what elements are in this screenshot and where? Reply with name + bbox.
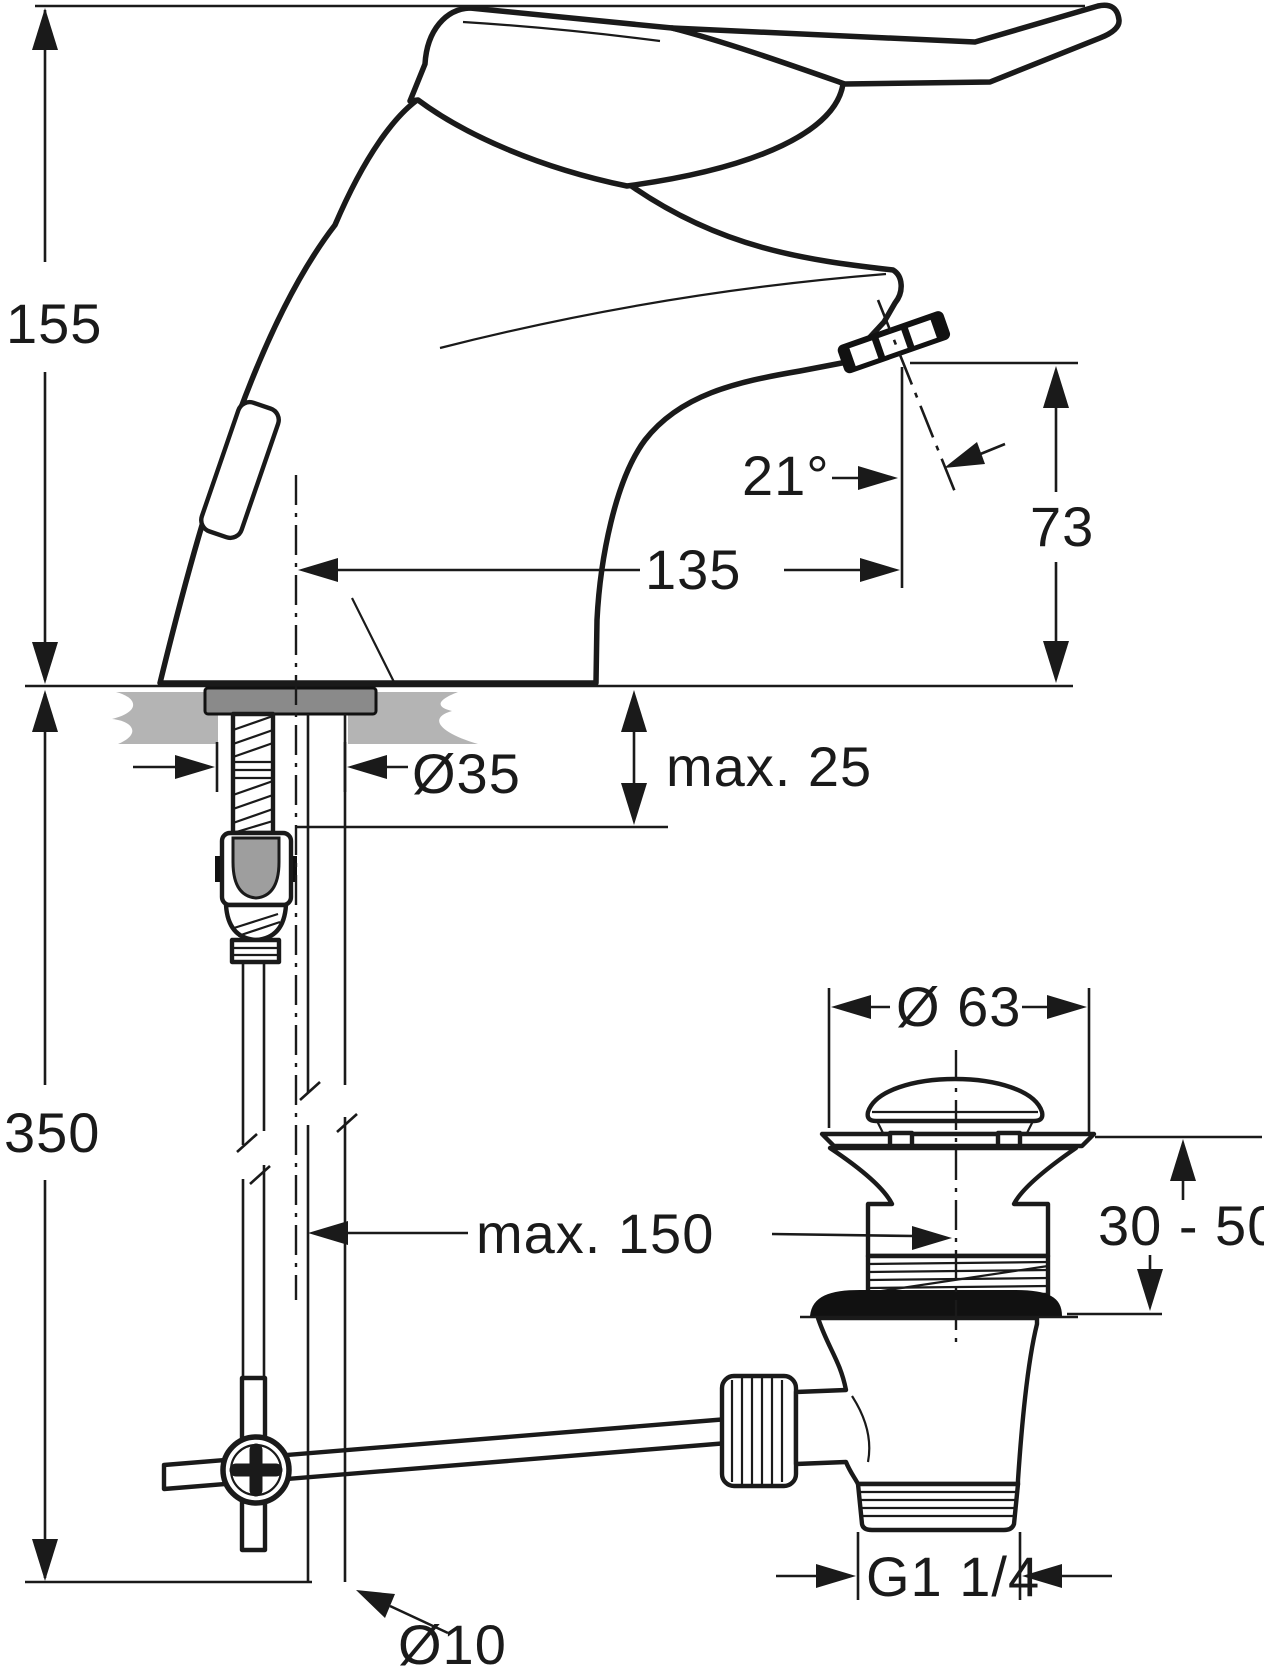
dim-label-plug-diameter: Ø 63 — [896, 975, 1021, 1038]
connector-collar — [229, 937, 282, 965]
dim-spout-angle: 21° — [742, 442, 1006, 507]
handle-dome-inner-line — [462, 20, 661, 43]
threaded-rod — [230, 711, 276, 836]
countertop-section — [25, 684, 1073, 744]
dim-label-outlet-thread: G1 1/4 — [866, 1545, 1040, 1608]
faucet — [157, 2, 1122, 686]
connector-barrel-hatch — [233, 912, 281, 938]
dim-rod-diameter: Ø10 — [356, 1590, 507, 1676]
drain-gasket — [810, 1290, 1062, 1316]
drain-funnel — [827, 1145, 1079, 1259]
spout-highlight-line — [439, 272, 887, 350]
dim-label-clamp-range: 30 - 50 — [1098, 1194, 1264, 1257]
dim-outlet-thread: G1 1/4 — [776, 1532, 1112, 1608]
connector-clip — [231, 836, 281, 900]
dim-label-spout-height: 73 — [1030, 495, 1094, 558]
countertop-right-patch — [348, 692, 478, 744]
aerator-window-3 — [907, 319, 937, 346]
aerator-window-1 — [849, 340, 879, 367]
dim-total-height: 155 — [6, 4, 1085, 684]
dim-under-deck-length: 350 — [4, 690, 312, 1584]
dim-label-total-height: 155 — [6, 292, 102, 355]
pop-up-rod — [299, 714, 358, 1582]
dim-clamp-range: 30 - 50 — [1067, 1135, 1264, 1316]
countertop-left-patch — [112, 692, 218, 744]
dim-spout-reach: 135 — [298, 367, 904, 601]
dim-label-rod-diameter: Ø10 — [398, 1613, 507, 1676]
pivot-cross — [229, 1443, 283, 1497]
dimensions: 155 350 135 73 — [4, 4, 1264, 1676]
dim-label-under-deck-length: 350 — [4, 1101, 100, 1164]
knurl-lines — [730, 1377, 784, 1485]
plug-foot-left — [887, 1130, 915, 1149]
drain-outlet-thread — [855, 1481, 1021, 1533]
pivot-joint — [220, 1434, 292, 1506]
plug-foot-right — [995, 1130, 1023, 1149]
dim-deck-thickness: max. 25 — [297, 690, 872, 829]
drain-thread-upper — [865, 1253, 1051, 1298]
handle-lever — [669, 2, 1122, 87]
under-deck-assembly — [161, 686, 799, 1582]
faucet-body — [157, 95, 904, 686]
threaded-rod-hatching — [232, 714, 274, 835]
aerator-window-2 — [878, 330, 908, 356]
drain-assembly — [793, 1050, 1097, 1533]
flexible-hose — [236, 962, 271, 1378]
drain-body-inner-curve — [851, 1395, 871, 1463]
dim-spout-height: 73 — [910, 361, 1094, 683]
hose-quick-connector — [215, 830, 297, 965]
handle-dome — [407, 5, 846, 189]
lever-nut — [719, 1373, 799, 1489]
drain-top-plate — [819, 1131, 1097, 1149]
dim-label-rod-to-drain: max. 150 — [476, 1202, 714, 1265]
dim-plug-diameter: Ø 63 — [827, 975, 1091, 1132]
dim-label-spout-angle: 21° — [742, 444, 830, 507]
dim-label-deck-thickness: max. 25 — [666, 735, 872, 798]
dim-label-spout-reach: 135 — [645, 538, 741, 601]
base-gasket — [203, 686, 378, 716]
spout-angle-axis — [876, 299, 959, 498]
dim-deck-hole-diameter: Ø35 — [133, 742, 521, 805]
dim-label-deck-hole-diameter: Ø35 — [412, 742, 521, 805]
connector-ear-left — [215, 856, 224, 882]
base-cone-edge — [351, 597, 396, 685]
handle-side-tab — [199, 399, 281, 541]
dim-rod-to-drain: max. 150 — [308, 1202, 952, 1265]
drain-body — [793, 1315, 1040, 1487]
